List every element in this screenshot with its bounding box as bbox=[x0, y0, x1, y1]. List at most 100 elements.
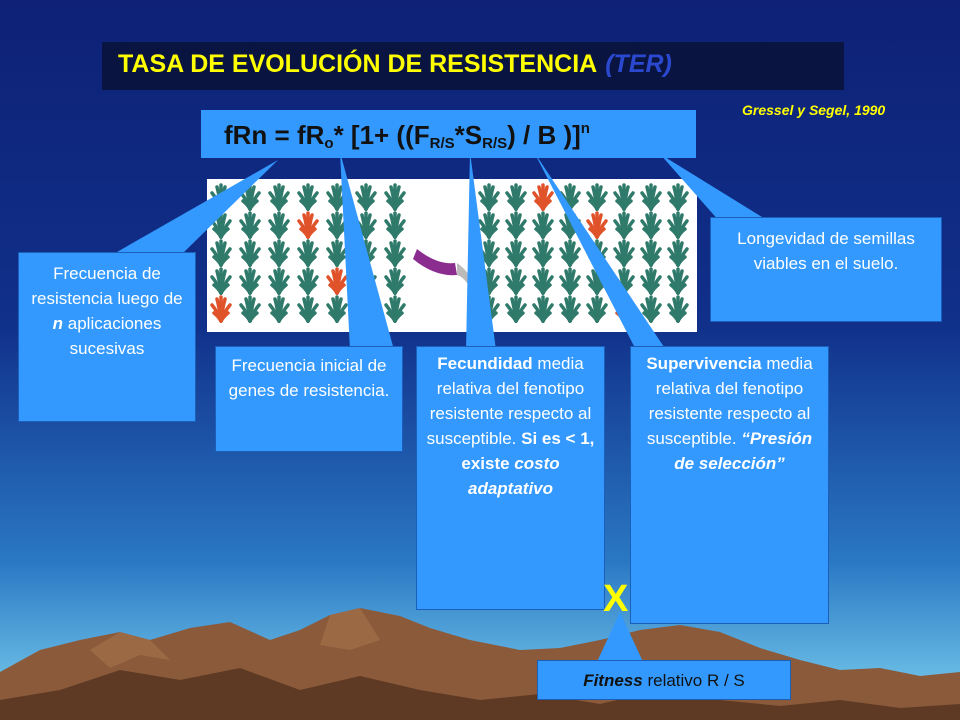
plant bbox=[239, 295, 261, 323]
plant bbox=[478, 295, 500, 323]
plant bbox=[586, 267, 608, 295]
plant bbox=[532, 211, 554, 239]
plant bbox=[559, 211, 581, 239]
plant bbox=[268, 183, 290, 211]
callout-heading: Supervivencia bbox=[646, 354, 762, 373]
plant bbox=[613, 295, 635, 323]
fitness-word: Fitness bbox=[583, 671, 643, 690]
plant bbox=[326, 183, 348, 211]
plant bbox=[613, 211, 635, 239]
plant bbox=[532, 239, 554, 267]
callout-emphasis: Si es < 1, existe bbox=[461, 429, 595, 473]
slide-title: TASA DE EVOLUCIÓN DE RESISTENCIA(TER) bbox=[118, 50, 672, 79]
plant bbox=[297, 295, 319, 323]
callout-fecundidad: Fecundidad media relativa del fenotipo r… bbox=[416, 346, 605, 610]
plant bbox=[239, 183, 261, 211]
plant bbox=[505, 295, 527, 323]
plant bbox=[384, 211, 406, 239]
plant bbox=[667, 239, 689, 267]
plant bbox=[478, 211, 500, 239]
plant bbox=[532, 183, 554, 211]
plant bbox=[297, 267, 319, 295]
plant-illustration bbox=[207, 179, 697, 332]
sprayer-icon bbox=[413, 249, 457, 276]
plant bbox=[268, 239, 290, 267]
plant bbox=[586, 295, 608, 323]
fitness-rest: relativo R / S bbox=[642, 671, 745, 690]
plant bbox=[640, 211, 662, 239]
plant bbox=[640, 267, 662, 295]
formula-subscript: o bbox=[324, 135, 334, 152]
plant bbox=[586, 211, 608, 239]
plant bbox=[326, 295, 348, 323]
formula-part: fRn = fR bbox=[224, 120, 325, 150]
plants-svg bbox=[210, 183, 689, 323]
plant bbox=[559, 267, 581, 295]
plant bbox=[532, 267, 554, 295]
plant bbox=[559, 295, 581, 323]
formula-part: ) / B )] bbox=[507, 120, 581, 150]
plant bbox=[355, 295, 377, 323]
plant bbox=[505, 211, 527, 239]
plant bbox=[667, 295, 689, 323]
plant bbox=[355, 267, 377, 295]
plant bbox=[355, 239, 377, 267]
plant bbox=[297, 211, 319, 239]
callout-frecuencia-inicial: Frecuencia inicial de genes de resistenc… bbox=[215, 346, 403, 452]
plant bbox=[613, 267, 635, 295]
callout-emphasis-italic: costo adaptativo bbox=[467, 454, 560, 498]
plant bbox=[384, 267, 406, 295]
title-bar bbox=[102, 42, 844, 90]
formula-subscript: R/S bbox=[429, 135, 455, 152]
plant bbox=[586, 239, 608, 267]
plant bbox=[532, 295, 554, 323]
plant bbox=[384, 239, 406, 267]
callout-text-n: n bbox=[52, 314, 64, 333]
plant bbox=[478, 267, 500, 295]
plant bbox=[640, 183, 662, 211]
plant bbox=[355, 183, 377, 211]
plant bbox=[239, 211, 261, 239]
plant bbox=[640, 295, 662, 323]
callout-text: media relativa del fenotipo resistente r… bbox=[646, 354, 813, 448]
callout-heading: Fecundidad bbox=[437, 354, 533, 373]
formula-part: * [1+ ((F bbox=[333, 120, 430, 150]
plant bbox=[355, 211, 377, 239]
callout-text: Frecuencia de resistencia luego de bbox=[31, 264, 183, 308]
plant bbox=[210, 183, 232, 211]
plant bbox=[505, 183, 527, 211]
plant bbox=[268, 267, 290, 295]
plant bbox=[297, 183, 319, 211]
title-main: TASA DE EVOLUCIÓN DE RESISTENCIA bbox=[118, 50, 598, 78]
plant bbox=[384, 183, 406, 211]
plant bbox=[478, 183, 500, 211]
plant bbox=[239, 267, 261, 295]
plant bbox=[640, 239, 662, 267]
formula-subscript: R/S bbox=[482, 135, 508, 152]
formula-box bbox=[201, 110, 696, 158]
callout-fitness: Fitness relativo R / S bbox=[537, 660, 791, 700]
callout-text: aplicaciones sucesivas bbox=[63, 314, 162, 358]
plant bbox=[667, 267, 689, 295]
plant bbox=[239, 239, 261, 267]
plant bbox=[613, 239, 635, 267]
multiply-sign: X bbox=[603, 578, 629, 620]
formula: fRn = fRo* [1+ ((FR/S*SR/S) / B )]n bbox=[224, 120, 590, 152]
spray-shadow bbox=[457, 263, 479, 293]
callout-longevidad: Longevidad de semillas viables en el sue… bbox=[710, 217, 942, 322]
plant bbox=[586, 183, 608, 211]
plant bbox=[326, 267, 348, 295]
plant bbox=[210, 295, 232, 323]
callout-frecuencia-n: Frecuencia de resistencia luego de n apl… bbox=[18, 252, 196, 422]
plant bbox=[268, 211, 290, 239]
plant bbox=[613, 183, 635, 211]
plant bbox=[268, 295, 290, 323]
formula-part: *S bbox=[454, 120, 483, 150]
plant bbox=[559, 239, 581, 267]
plant bbox=[210, 267, 232, 295]
title-abbreviation: (TER) bbox=[605, 50, 672, 78]
plant bbox=[326, 239, 348, 267]
plant bbox=[667, 183, 689, 211]
callout-text: media relativa del fenotipo resistente r… bbox=[426, 354, 592, 448]
